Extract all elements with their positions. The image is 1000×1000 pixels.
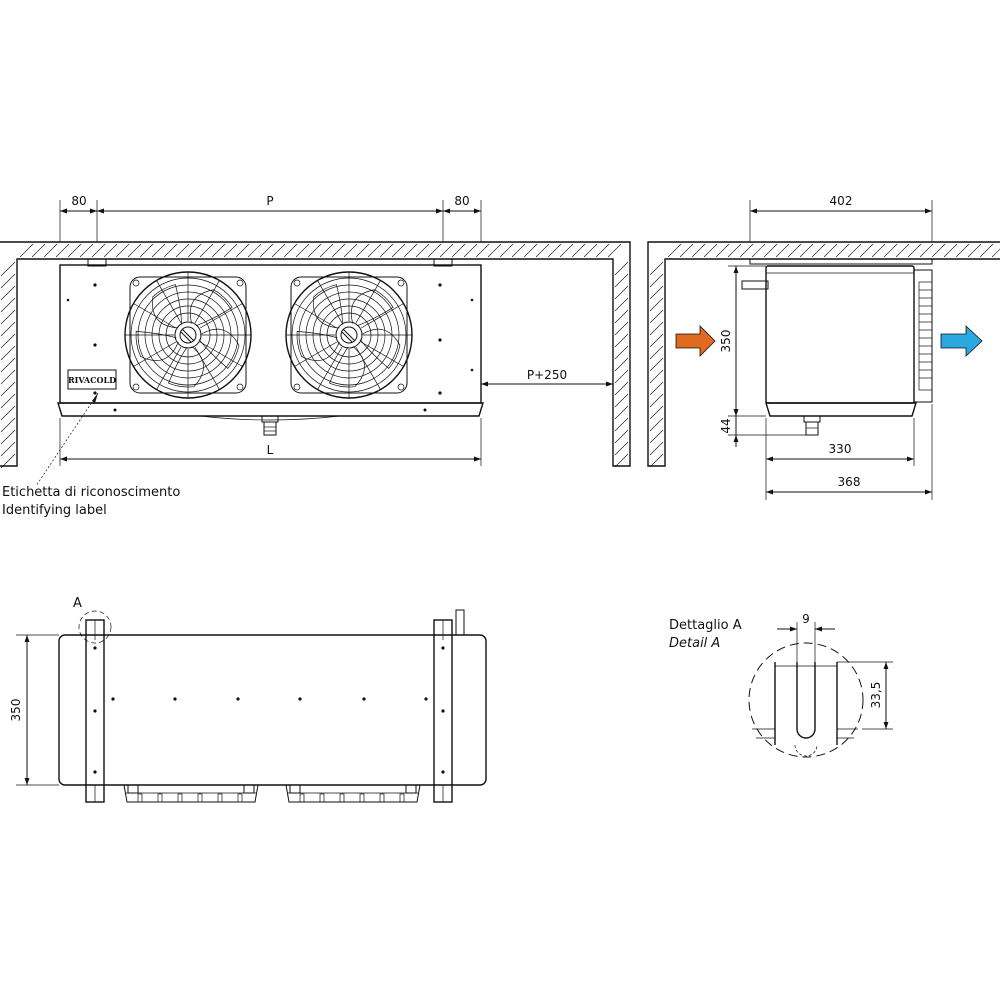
front-body-screws (66, 283, 474, 395)
front-mount-tab-right (433, 258, 453, 267)
label-caption-en: Identifying label (2, 503, 107, 518)
dim-bottom-350: 350 (9, 699, 23, 722)
side-pipe-stub (741, 280, 769, 290)
detail-slot-width-dimension: 9 (777, 612, 835, 662)
label-leader-line (35, 392, 99, 487)
label-caption-it: Etichetta di riconoscimento (2, 485, 180, 500)
fan-left (124, 271, 252, 399)
side-top-dimension: 402 (749, 194, 933, 242)
detail-magnify-circle (748, 642, 864, 758)
side-depth-dimension: 330 (765, 418, 915, 500)
side-room-outline (647, 241, 1000, 467)
detail-title-it: Dettaglio A (669, 618, 742, 633)
side-wall-hatching (649, 243, 1000, 468)
detail-slot (796, 662, 816, 739)
bottom-bracket-right (433, 619, 453, 803)
identifying-label-plate (67, 369, 117, 390)
side-total-dimension: 368 (766, 404, 933, 500)
bottom-bracket-left (85, 619, 105, 803)
dim-left-80: 80 (71, 194, 86, 208)
dim-slot-33-5: 33,5 (869, 682, 883, 709)
dim-368: 368 (838, 475, 861, 489)
front-clearance-dimension: P+250 (481, 368, 613, 387)
front-mount-tab-left (87, 258, 107, 267)
side-view: 402 350 44 330 368 (647, 194, 1000, 500)
dim-402: 402 (830, 194, 853, 208)
air-outlet-arrow (940, 325, 983, 357)
side-unit-body (765, 265, 915, 404)
dim-side-350: 350 (719, 330, 733, 353)
detail-title-en: Detail A (669, 636, 720, 651)
front-length-dimension: L (59, 418, 482, 466)
side-height-dimension: 350 (719, 265, 766, 417)
side-drip-tray (765, 402, 917, 417)
front-wall-hatching (0, 243, 629, 469)
bottom-pipe-stub (455, 609, 465, 636)
bottom-view: A 350 (9, 596, 487, 803)
fan-right (285, 271, 413, 399)
dim-44: 44 (719, 418, 733, 433)
bottom-height-dimension: 350 (9, 634, 59, 786)
dim-clearance: P+250 (527, 368, 567, 382)
dim-pitch-p: P (266, 194, 273, 208)
dim-right-80: 80 (454, 194, 469, 208)
dim-length-l: L (267, 443, 274, 457)
bottom-fan-guards (123, 784, 421, 803)
bottom-body-holes (111, 697, 428, 701)
dim-slot-9: 9 (802, 612, 810, 626)
dim-330: 330 (829, 442, 852, 456)
detail-a-marker-label: A (73, 596, 82, 611)
front-view: RIVACOLD Etichetta di riconoscimento Ide… (0, 194, 631, 518)
detail-slot-depth-dimension: 33,5 (837, 661, 893, 730)
side-drain-outlet (803, 415, 821, 423)
bottom-unit-body (58, 634, 487, 786)
side-mount-rail (749, 258, 933, 265)
side-drain-dimension: 44 (719, 404, 806, 447)
detail-a: Dettaglio A Detail A 9 33,5 (669, 612, 893, 758)
front-drain-outlet (261, 415, 279, 423)
detail-a-marker-circle (78, 610, 112, 644)
front-top-dimensions: 80 P 80 (59, 194, 482, 242)
air-inlet-arrow (675, 325, 716, 357)
front-room-outline (0, 241, 631, 467)
front-unit-body (59, 264, 482, 404)
detail-bracket-sides (774, 662, 838, 745)
front-drip-tray (57, 402, 484, 417)
brand-label-text: RIVACOLD (68, 375, 116, 385)
